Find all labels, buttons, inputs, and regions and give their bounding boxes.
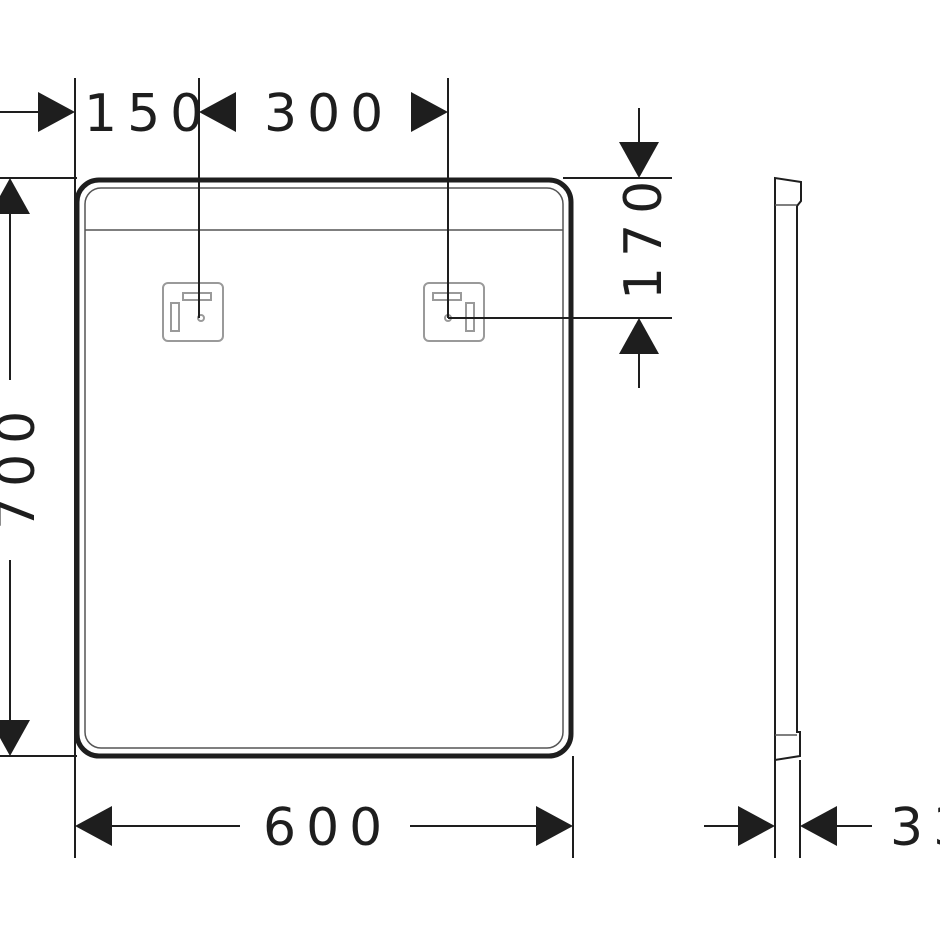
arrow-33-right bbox=[800, 806, 837, 846]
dimension-150-label: 150 bbox=[84, 84, 213, 144]
arrow-600-left bbox=[75, 806, 112, 846]
arrow-33-left bbox=[738, 806, 775, 846]
arrow-700-bottom bbox=[0, 720, 30, 756]
dimension-top: 150 300 bbox=[0, 78, 449, 858]
wall-bracket-right bbox=[423, 282, 485, 342]
arrow-170-bottom bbox=[619, 318, 659, 354]
dimension-bracket-height: 170 bbox=[448, 108, 674, 388]
dimension-total-height: 700 bbox=[0, 177, 77, 757]
mirror-inner-edge bbox=[84, 187, 564, 749]
dimension-33-label: 33 bbox=[890, 798, 940, 858]
mirror-front-view bbox=[74, 177, 574, 759]
arrow-170-top bbox=[619, 142, 659, 178]
mirror-side-view bbox=[774, 176, 802, 858]
dimension-depth: 33 bbox=[704, 798, 940, 858]
arrow-600-right bbox=[536, 806, 573, 846]
side-profile-outline bbox=[774, 176, 802, 762]
dimension-170-label: 170 bbox=[614, 171, 674, 300]
dimension-total-width: 600 bbox=[75, 756, 574, 858]
dimension-600-label: 600 bbox=[263, 798, 392, 858]
arrow-150-right bbox=[199, 92, 236, 132]
mirror-outer-frame bbox=[74, 177, 574, 759]
dimension-300-label: 300 bbox=[264, 84, 393, 144]
arrow-150-left bbox=[38, 92, 75, 132]
wall-bracket-left bbox=[162, 282, 224, 342]
dimension-700-label: 700 bbox=[0, 401, 47, 530]
arrow-700-top bbox=[0, 178, 30, 214]
arrow-300-right bbox=[411, 92, 448, 132]
